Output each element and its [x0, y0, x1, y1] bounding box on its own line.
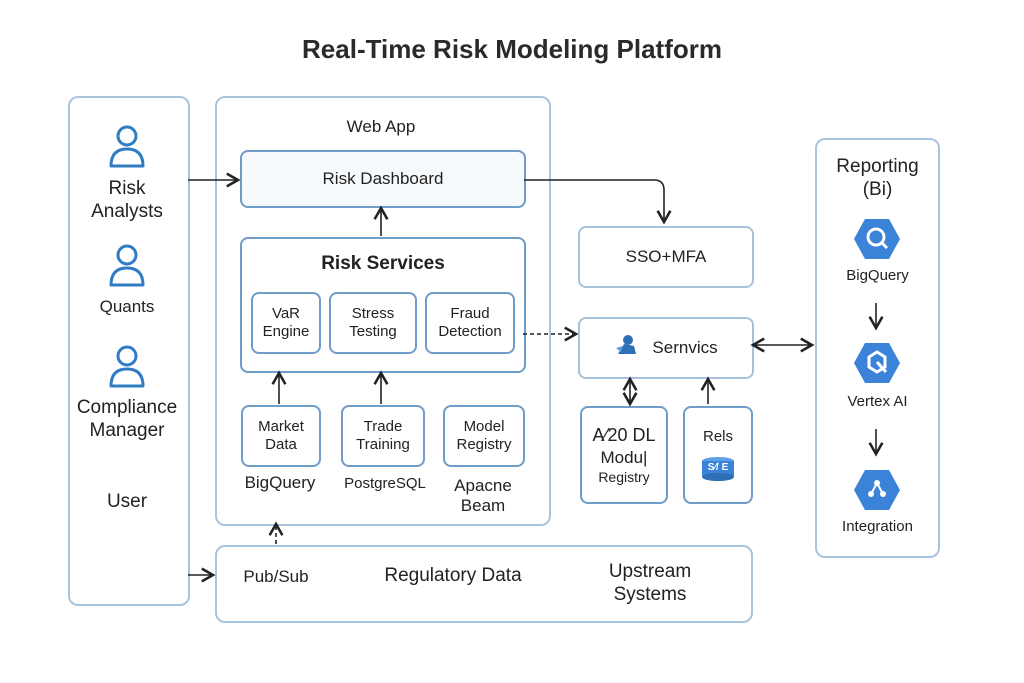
var-engine-label: VaR Engine	[262, 305, 310, 340]
model-registry-box[interactable]: Model Registry	[443, 405, 525, 467]
sso-mfa-box[interactable]: SSO+MFA	[578, 226, 754, 288]
trade-training-label: Trade Training	[356, 418, 410, 453]
pubsub-label: Pub/Sub	[243, 567, 309, 586]
stress-testing-box[interactable]: Stress Testing	[329, 292, 417, 354]
sso-mfa-label: SSO+MFA	[625, 246, 707, 266]
data-sources-panel	[215, 545, 753, 623]
person-icon	[108, 243, 146, 287]
database-icon-text: S⁄/ E	[707, 462, 729, 473]
risk-dashboard-label: Risk Dashboard	[322, 168, 444, 188]
page-title: Real-Time Risk Modeling Platform	[302, 34, 722, 64]
risk-dashboard-box[interactable]: Risk Dashboard	[240, 150, 526, 208]
rels-label: Rels	[702, 428, 733, 445]
a20dl-label: A⁄20 DL	[592, 424, 656, 445]
services-label: Sernvics	[652, 337, 718, 357]
database-icon: S⁄/ E	[700, 456, 736, 482]
modul-registry-label: Registry	[598, 468, 650, 485]
trade-training-box[interactable]: Trade Training	[341, 405, 425, 467]
arrow-dashboard-sso	[524, 179, 672, 225]
risk-analysts-label: Risk Analysts	[91, 178, 163, 222]
integration-icon	[853, 468, 901, 512]
stress-testing-label: Stress Testing	[349, 305, 397, 340]
service-icon	[614, 334, 638, 361]
services-box[interactable]: Sernvics	[578, 317, 754, 379]
modul-label: Modu|	[600, 448, 648, 468]
integration-label: Integration	[842, 518, 913, 535]
person-icon	[108, 124, 146, 168]
quants-label: Quants	[99, 297, 155, 316]
fraud-detection-box[interactable]: Fraud Detection	[425, 292, 515, 354]
users-panel	[68, 96, 190, 606]
bigquery-icon	[853, 217, 901, 261]
var-engine-box[interactable]: VaR Engine	[251, 292, 321, 354]
fraud-detection-label: Fraud Detection	[438, 305, 502, 340]
postgresql-label: PostgreSQL	[344, 475, 426, 492]
compliance-manager-label: Compliance Manager	[76, 397, 178, 441]
market-data-label: Market Data	[258, 418, 304, 453]
a20dl-box[interactable]: A⁄20 DL Modu| Registry	[580, 406, 668, 504]
user-label: User	[106, 491, 148, 512]
reporting-bigquery-label: BigQuery	[846, 267, 909, 284]
reporting-title: Reporting (Bi)	[836, 156, 919, 200]
web-app-label: Web App	[346, 117, 416, 136]
bigquery-label: BigQuery	[244, 473, 316, 492]
regulatory-data-label: Regulatory Data	[384, 565, 522, 586]
upstream-systems-label: Upstream Systems	[608, 561, 692, 605]
model-registry-label: Model Registry	[456, 418, 512, 453]
risk-services-title: Risk Services	[321, 253, 445, 274]
apache-beam-label: Apacne Beam	[454, 476, 512, 516]
vertex-ai-icon	[853, 341, 901, 385]
person-icon	[108, 344, 146, 388]
rels-box[interactable]: Rels S⁄/ E	[683, 406, 753, 504]
market-data-box[interactable]: Market Data	[241, 405, 321, 467]
vertex-ai-label: Vertex AI	[847, 393, 908, 410]
